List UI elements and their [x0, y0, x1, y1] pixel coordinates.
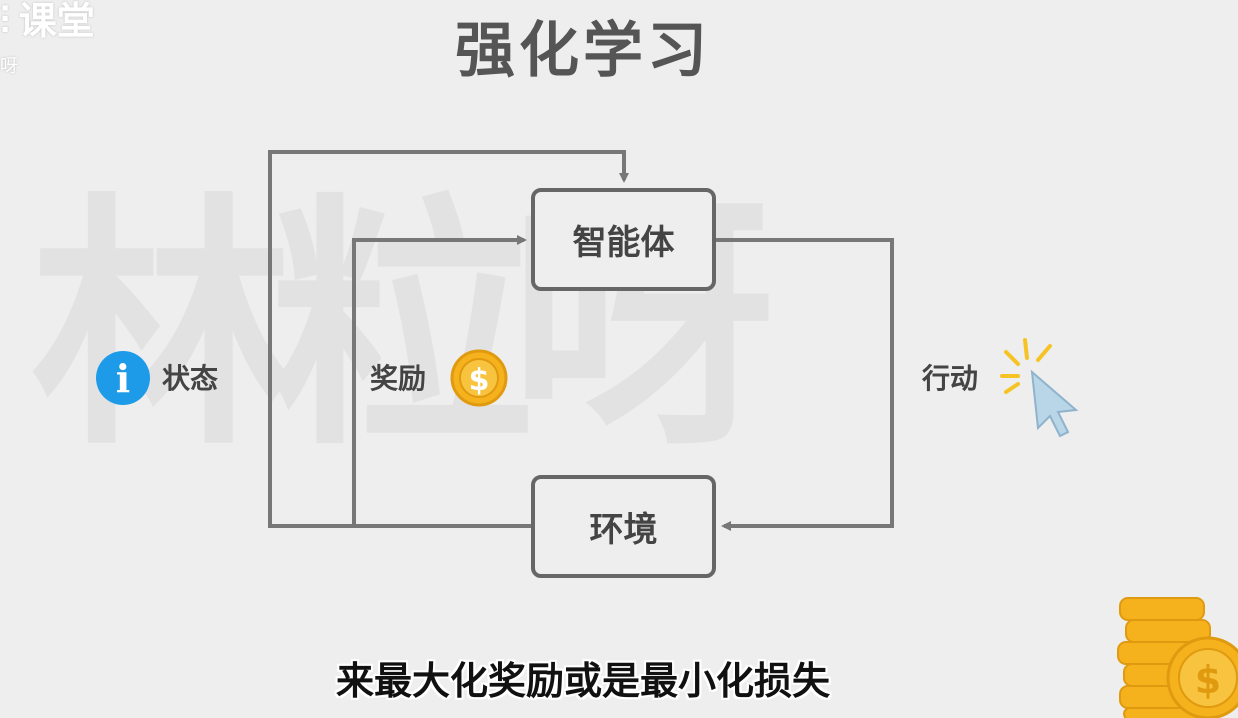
svg-text:$: $ [469, 363, 490, 398]
environment-node: 环境 [531, 475, 716, 578]
reward-label: 奖励 [370, 362, 427, 395]
logo-subtext: 呀 [0, 56, 18, 77]
reward-loop-line [352, 235, 527, 526]
svg-text:i: i [116, 356, 130, 401]
coin-dollar-icon: $ [450, 349, 508, 407]
state-loop-line [268, 150, 629, 528]
cursor-click-icon [1000, 338, 1079, 438]
svg-text:$: $ [1195, 658, 1221, 702]
agent-node: 智能体 [531, 188, 716, 291]
action-label: 行动 [922, 362, 979, 395]
state-label: 状态 [162, 362, 219, 395]
action-line [716, 238, 894, 531]
video-subtitle: 来最大化奖励或是最小化损失 [335, 659, 830, 703]
coin-stack-icon: $ [1117, 597, 1238, 718]
logo-brand: 课堂 [18, 0, 95, 43]
environment-label: 环境 [589, 510, 658, 550]
agent-label: 智能体 [572, 223, 675, 263]
logo: ⫶ 课堂 [0, 0, 95, 43]
info-icon: i [96, 351, 150, 405]
page-title: 强化学习 [455, 16, 711, 86]
